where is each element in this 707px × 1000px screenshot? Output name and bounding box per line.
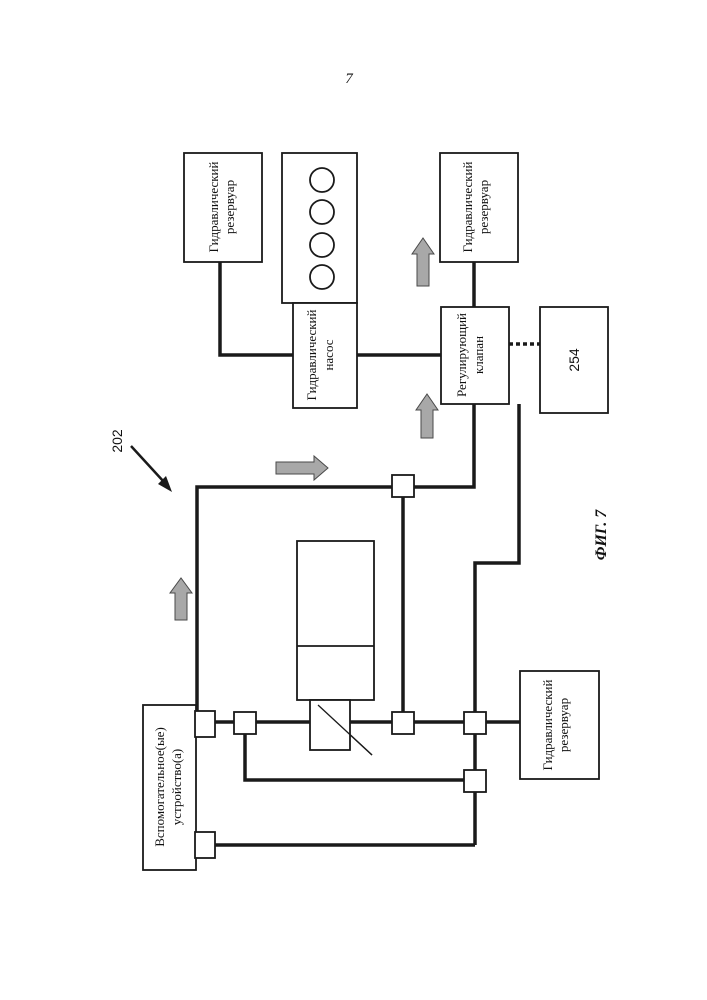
variable-component: [310, 700, 350, 750]
reservoir-top-right-label-1: Гидравлический: [460, 162, 475, 253]
flow-arrow-right-icon: [276, 456, 328, 480]
page-number: 7: [345, 71, 354, 87]
engine-block: [282, 153, 357, 303]
flow-arrow-up-icon: [412, 238, 434, 286]
valve-label-2: клапан: [471, 336, 486, 374]
reference-202: 202: [109, 429, 172, 492]
box-254: 254: [540, 307, 608, 413]
line-return-loop: [245, 722, 475, 780]
figure-caption: ФИГ. 7: [593, 509, 610, 561]
line-valve-return: [475, 404, 519, 720]
reservoir-top-left-label-1: Гидравлический: [206, 162, 221, 253]
box-254-label: 254: [566, 348, 582, 372]
aux-port-lower: [195, 832, 215, 858]
junction-box: [392, 712, 414, 734]
auxiliary-devices: Вспомогательное(ые) устройство(а): [143, 705, 196, 870]
junction-box: [464, 770, 486, 792]
aux-label-2: устройство(а): [169, 749, 184, 826]
reservoir-top-left-label-2: резервуар: [222, 180, 237, 234]
reference-arrow-line: [131, 446, 164, 482]
pump-label-2: насос: [321, 339, 336, 370]
flow-arrow-up-icon: [170, 578, 192, 620]
reservoir-top-right: Гидравлический резервуар: [440, 153, 518, 262]
pump-label-1: Гидравлический: [304, 310, 319, 401]
aux-label-1: Вспомогательное(ые): [152, 727, 167, 847]
junction-box: [234, 712, 256, 734]
control-valve: Регулирующий клапан: [441, 307, 509, 404]
junction-box: [392, 475, 414, 497]
flow-arrow-up-icon: [416, 394, 438, 438]
cylinder-icon: [310, 200, 334, 224]
cylinder-icon: [310, 168, 334, 192]
reservoir-bottom: Гидравлический резервуар: [520, 671, 599, 779]
cylinder-icon: [310, 233, 334, 257]
aux-port-upper: [195, 711, 215, 737]
cylinder-icon: [310, 265, 334, 289]
reference-202-label: 202: [109, 429, 125, 453]
valve-label-1: Регулирующий: [454, 313, 469, 397]
hydraulic-pump: Гидравлический насос: [293, 303, 357, 408]
junction-box: [464, 712, 486, 734]
reservoir-top-left: Гидравлический резервуар: [184, 153, 262, 262]
reservoir-top-right-label-2: резервуар: [476, 180, 491, 234]
reservoir-bottom-label-1: Гидравлический: [540, 680, 555, 771]
reservoir-bottom-label-2: резервуар: [556, 698, 571, 752]
